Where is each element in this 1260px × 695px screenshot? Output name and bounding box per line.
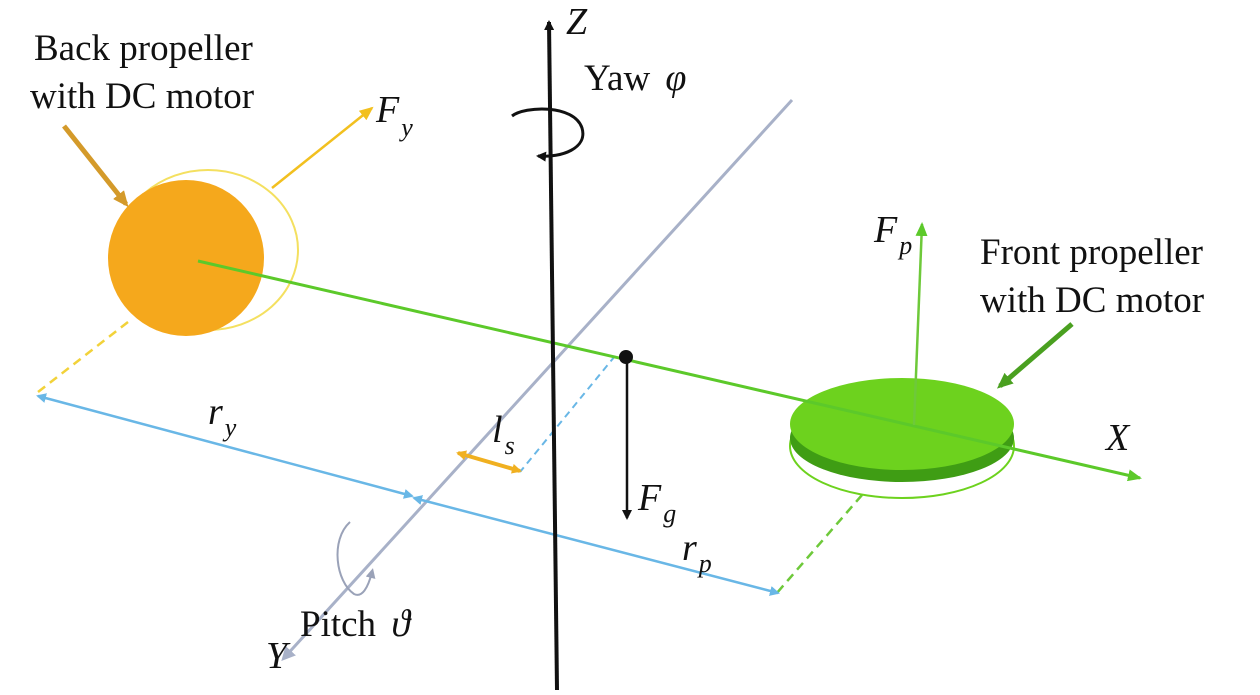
ls-dimension-line [456,450,522,474]
fp-label: Fp [873,209,912,260]
fp-force-arrow [912,222,928,426]
fg-label: Fg [637,477,676,528]
center-of-gravity-dot [619,350,633,364]
y-axis-line [281,98,794,661]
ry-label: ry [208,391,237,442]
front-projection-dash [775,494,863,595]
ls-projection-dash [519,355,616,473]
front-label-pointer [996,322,1074,389]
yaw-rotation-arrow [511,107,585,162]
back-label-pointer [62,124,129,208]
yaw-label: Yaw φ [584,57,686,99]
z-axis-label: Z [566,1,588,43]
fy-force-arrow [271,106,374,189]
ry-dimension-line [36,393,414,499]
back-propeller-disk [108,180,264,336]
z-axis-line [544,20,559,691]
front-propeller-label-line2: with DC motor [980,280,1204,321]
x-axis-label: X [1104,417,1131,459]
x-axis-beam [197,259,1142,482]
y-axis-label: Y [266,635,291,677]
rp-dimension-line [412,495,780,596]
front-propeller-label-line1: Front propeller [980,232,1203,273]
fy-label: Fy [375,89,413,142]
back-propeller-label-line2: with DC motor [30,76,254,117]
back-propeller-label-line1: Back propeller [34,28,253,69]
ls-label: ls [492,409,515,460]
rp-label: rp [682,527,712,578]
back-projection-dash [37,321,129,393]
pitch-label: Pitch ϑ [300,603,412,645]
pitch-rotation-arrow [336,521,376,596]
